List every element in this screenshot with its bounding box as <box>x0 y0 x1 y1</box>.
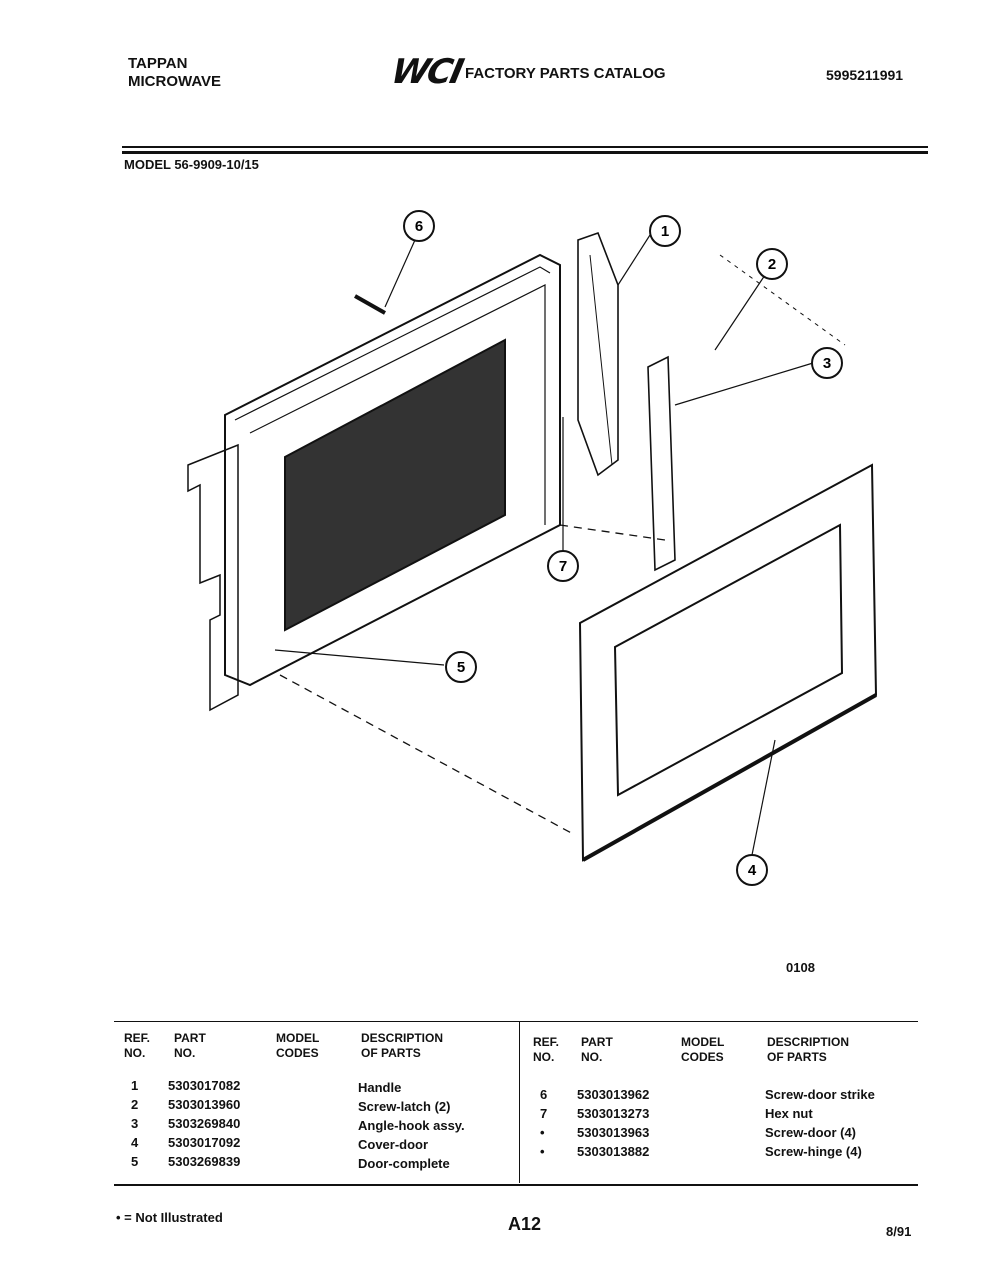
table-row: 7 <box>540 1106 548 1121</box>
table-row: 5 <box>131 1154 139 1169</box>
latch-assembly <box>577 231 619 477</box>
part-number: 5303013882 <box>577 1144 650 1159</box>
table-row: • <box>540 1125 545 1140</box>
part-number: 5303013963 <box>577 1125 650 1140</box>
model-number: MODEL 56-9909-10/15 <box>124 157 259 172</box>
callout-2-label: 2 <box>768 256 776 273</box>
brand-name: TAPPAN MICROWAVE <box>128 55 221 91</box>
left-part-column: 5303017082 5303013960 5303269840 5303017… <box>168 1076 240 1171</box>
part-number: 5303269839 <box>168 1154 241 1169</box>
right-ref-column: 6 7 • • <box>540 1085 547 1161</box>
part-number: 5303017092 <box>168 1135 241 1150</box>
catalog-number: 5995211991 <box>826 67 904 83</box>
exploded-parts-diagram: 6 1 2 3 5 7 4 <box>187 210 878 886</box>
part-description: Screw-door strike <box>765 1087 875 1102</box>
brand-line-2: MICROWAVE <box>128 73 222 90</box>
not-illustrated-note: • = Not Illustrated <box>116 1210 223 1225</box>
part-description: Screw-latch (2) <box>358 1099 451 1114</box>
header-ref: REF.NO. <box>124 1031 151 1060</box>
page-number: A12 <box>508 1214 542 1234</box>
callout-1-label: 1 <box>661 223 669 240</box>
part-description: Angle-hook assy. <box>358 1118 465 1133</box>
callout-3-label: 3 <box>823 355 831 372</box>
left-desc-column: Handle Screw-latch (2) Angle-hook assy. … <box>358 1078 465 1173</box>
part-description: Handle <box>358 1080 402 1095</box>
revision-date: 8/91 <box>886 1224 912 1239</box>
right-desc-column: Screw-door strike Hex nut Screw-door (4)… <box>765 1085 875 1161</box>
table-row: • <box>540 1144 545 1159</box>
mesh-window <box>284 338 506 632</box>
callout-6-label: 6 <box>415 218 423 235</box>
part-description: Cover-door <box>358 1137 429 1152</box>
table-row: 2 <box>131 1097 139 1112</box>
part-description: Hex nut <box>765 1106 813 1121</box>
table-row: 6 <box>540 1087 548 1102</box>
callout-7-label: 7 <box>559 558 567 575</box>
header-rule-thick <box>122 151 928 154</box>
part-number: 5303013273 <box>577 1106 650 1121</box>
brand-line-1: TAPPAN <box>128 55 188 72</box>
table-divider <box>519 1021 520 1183</box>
callout-7: 7 <box>547 550 579 582</box>
illustration-code: 0108 <box>786 960 815 975</box>
part-description: Screw-door (4) <box>765 1125 857 1140</box>
hinge-bracket <box>187 443 239 712</box>
right-part-column: 5303013962 5303013273 5303013963 5303013… <box>577 1085 649 1161</box>
angle-hook <box>647 355 676 572</box>
table-row: 1 <box>131 1078 139 1093</box>
catalog-title: FACTORY PARTS CATALOG <box>465 65 666 82</box>
callout-2: 2 <box>756 248 788 280</box>
callout-5: 5 <box>445 651 477 683</box>
cover-door <box>578 463 878 862</box>
part-description: Screw-hinge (4) <box>765 1144 862 1159</box>
callout-6: 6 <box>403 210 435 242</box>
table-top-rule <box>114 1021 918 1022</box>
callout-3: 3 <box>811 347 843 379</box>
left-ref-column: 1 2 3 4 5 <box>131 1076 138 1171</box>
callout-5-label: 5 <box>457 659 465 676</box>
callout-4-label: 4 <box>748 862 757 879</box>
header-ref-right: REF.NO. <box>533 1035 560 1064</box>
cover-door-window <box>613 523 844 797</box>
header-rule <box>122 146 928 148</box>
part-number: 5303013962 <box>577 1087 650 1102</box>
callout-4: 4 <box>736 854 768 886</box>
part-number: 5303017082 <box>168 1078 241 1093</box>
part-description: Door-complete <box>358 1156 450 1171</box>
table-row: 4 <box>131 1135 139 1150</box>
wci-logo: WCI <box>387 52 466 92</box>
table-bottom-rule <box>114 1184 918 1186</box>
table-row: 3 <box>131 1116 139 1131</box>
part-number: 5303269840 <box>168 1116 241 1131</box>
door-strike-screw <box>354 294 386 315</box>
part-number: 5303013960 <box>168 1097 241 1112</box>
callout-1: 1 <box>649 215 681 247</box>
